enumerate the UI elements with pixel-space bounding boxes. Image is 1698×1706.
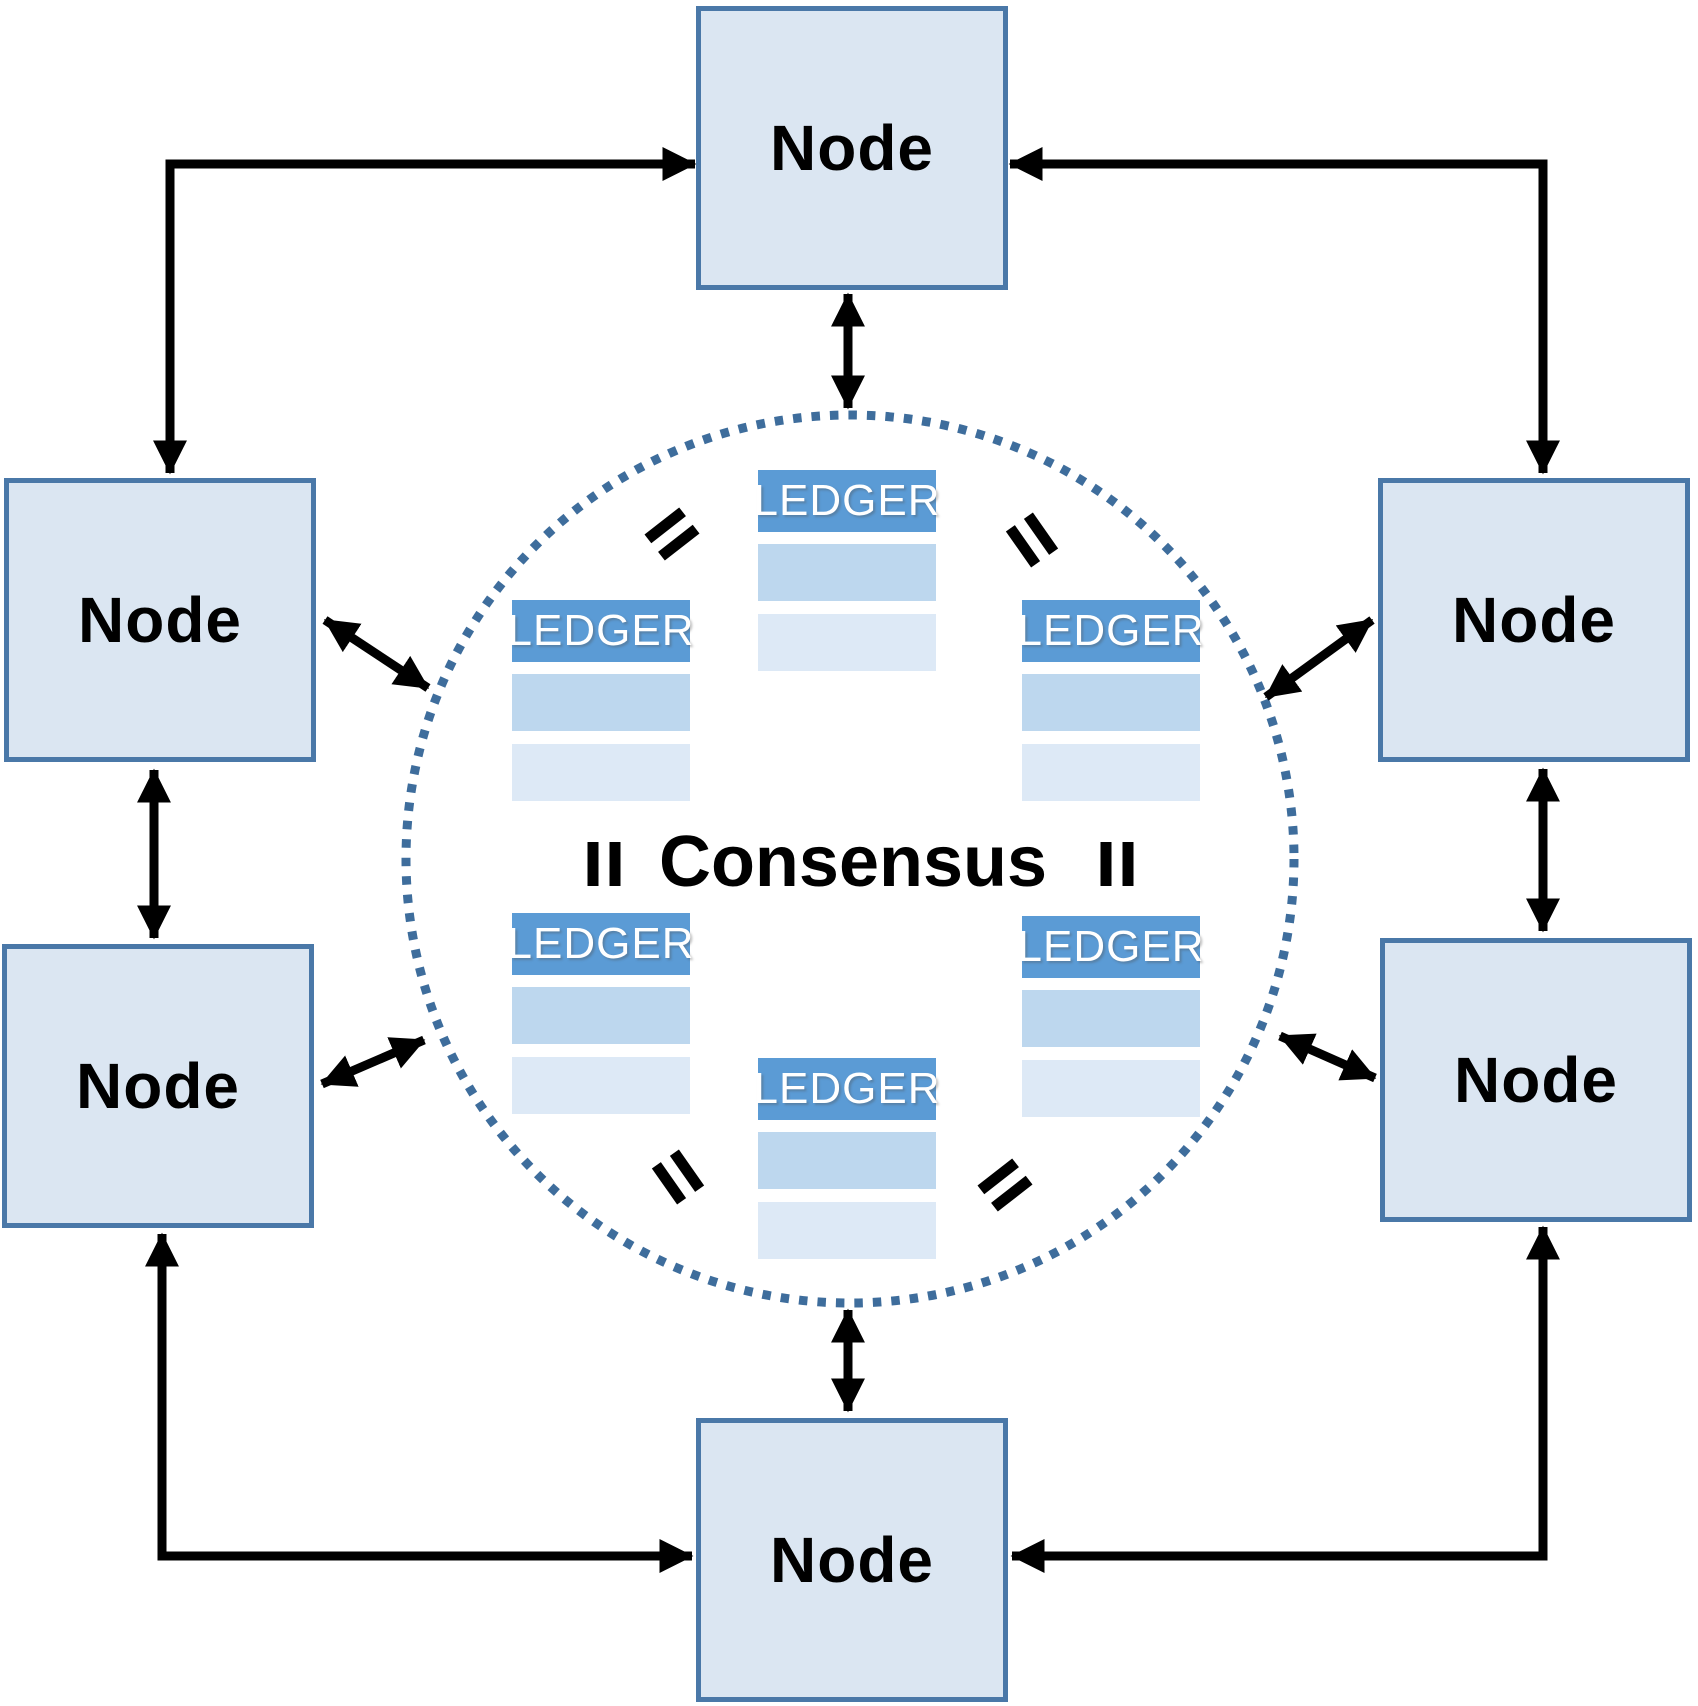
ledger-label: LEDGER bbox=[1017, 606, 1205, 655]
ledger-row bbox=[1022, 674, 1200, 731]
node-label: Node bbox=[1452, 584, 1616, 656]
equals-bar bbox=[587, 842, 599, 886]
elbow-arrow-bottom-left bbox=[145, 1232, 694, 1573]
equals-bar bbox=[609, 842, 621, 886]
ledger-row bbox=[758, 614, 936, 671]
elbow-arrow-top-left bbox=[153, 147, 697, 475]
node-box-bottom: Node bbox=[696, 1418, 1008, 1702]
ledger-stack-top-center: LEDGER bbox=[754, 470, 939, 671]
ledger-row bbox=[512, 987, 690, 1044]
node-label: Node bbox=[770, 112, 934, 184]
ledger-label: LEDGER bbox=[1017, 922, 1205, 971]
equals-bar bbox=[1122, 842, 1134, 886]
double-arrow-left-bottom-circle bbox=[320, 1035, 426, 1089]
ledger-row bbox=[1022, 744, 1200, 801]
ledger-row bbox=[512, 674, 690, 731]
node-box-right-bottom: Node bbox=[1380, 938, 1692, 1222]
consensus-label: Consensus bbox=[658, 822, 1048, 902]
double-arrow-right-bottom-circle bbox=[1278, 1031, 1377, 1083]
ledger-header: LEDGER bbox=[508, 600, 693, 662]
node-box-top: Node bbox=[696, 6, 1008, 290]
ledger-header: LEDGER bbox=[1018, 916, 1203, 978]
ledger-header: LEDGER bbox=[1018, 600, 1203, 662]
node-box-left-top: Node bbox=[4, 478, 316, 762]
ledger-row bbox=[512, 744, 690, 801]
node-box-right-top: Node bbox=[1378, 478, 1690, 762]
ledger-label: LEDGER bbox=[507, 919, 695, 968]
elbow-arrow-top-right bbox=[1008, 147, 1560, 475]
ledger-header: LEDGER bbox=[754, 1058, 939, 1120]
ledger-stack-bottom-center: LEDGER bbox=[754, 1058, 939, 1259]
ledger-stack-mid-left: LEDGER bbox=[508, 600, 693, 801]
equals-icon-mid-right bbox=[1100, 842, 1134, 886]
node-label: Node bbox=[78, 584, 242, 656]
ledger-row bbox=[1022, 990, 1200, 1047]
ledger-header: LEDGER bbox=[508, 913, 693, 975]
double-arrow-right-top-circle bbox=[1263, 616, 1375, 701]
double-arrow-left-top-circle bbox=[322, 616, 431, 692]
ledger-row bbox=[758, 544, 936, 601]
node-label: Node bbox=[76, 1050, 240, 1122]
node-label: Node bbox=[770, 1524, 934, 1596]
ledger-stack-mid-right: LEDGER bbox=[1018, 600, 1203, 801]
equals-bar bbox=[1100, 842, 1112, 886]
ledger-label: LEDGER bbox=[507, 606, 695, 655]
node-box-left-bottom: Node bbox=[2, 944, 314, 1228]
ledger-row bbox=[758, 1202, 936, 1259]
consensus-dotted-circle bbox=[401, 410, 1299, 1308]
ledger-label: LEDGER bbox=[753, 1064, 941, 1113]
ledger-stack-lower-left: LEDGER bbox=[508, 913, 693, 1114]
ledger-row bbox=[512, 1057, 690, 1114]
ledger-label: LEDGER bbox=[753, 476, 941, 525]
ledger-row bbox=[1022, 1060, 1200, 1117]
ledger-row bbox=[758, 1132, 936, 1189]
node-label: Node bbox=[1454, 1044, 1618, 1116]
elbow-arrow-bottom-right bbox=[1010, 1225, 1560, 1573]
ledger-header: LEDGER bbox=[754, 470, 939, 532]
equals-icon-mid-left bbox=[587, 842, 621, 886]
ledger-stack-lower-right: LEDGER bbox=[1018, 916, 1203, 1117]
